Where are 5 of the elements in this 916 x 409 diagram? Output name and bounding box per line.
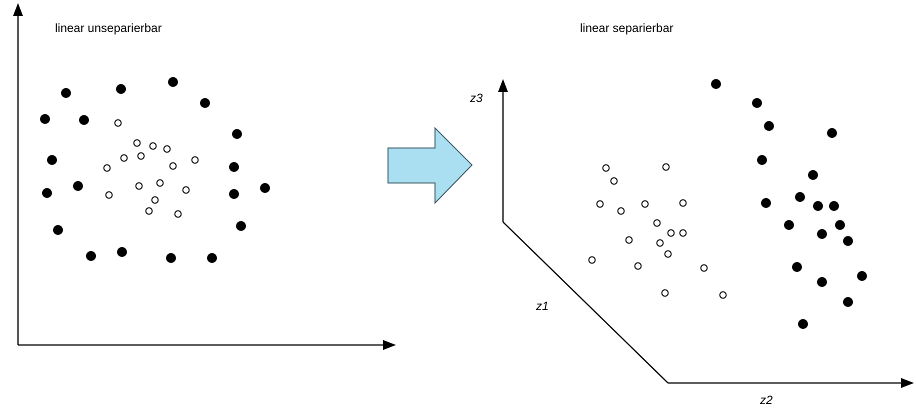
plot-title: linear unseparierbar: [55, 22, 162, 34]
plot-title: linear separierbar: [580, 22, 674, 34]
axis-label: z2: [760, 394, 773, 406]
axis-label: z1: [536, 300, 549, 312]
axis-label: z3: [470, 92, 483, 104]
